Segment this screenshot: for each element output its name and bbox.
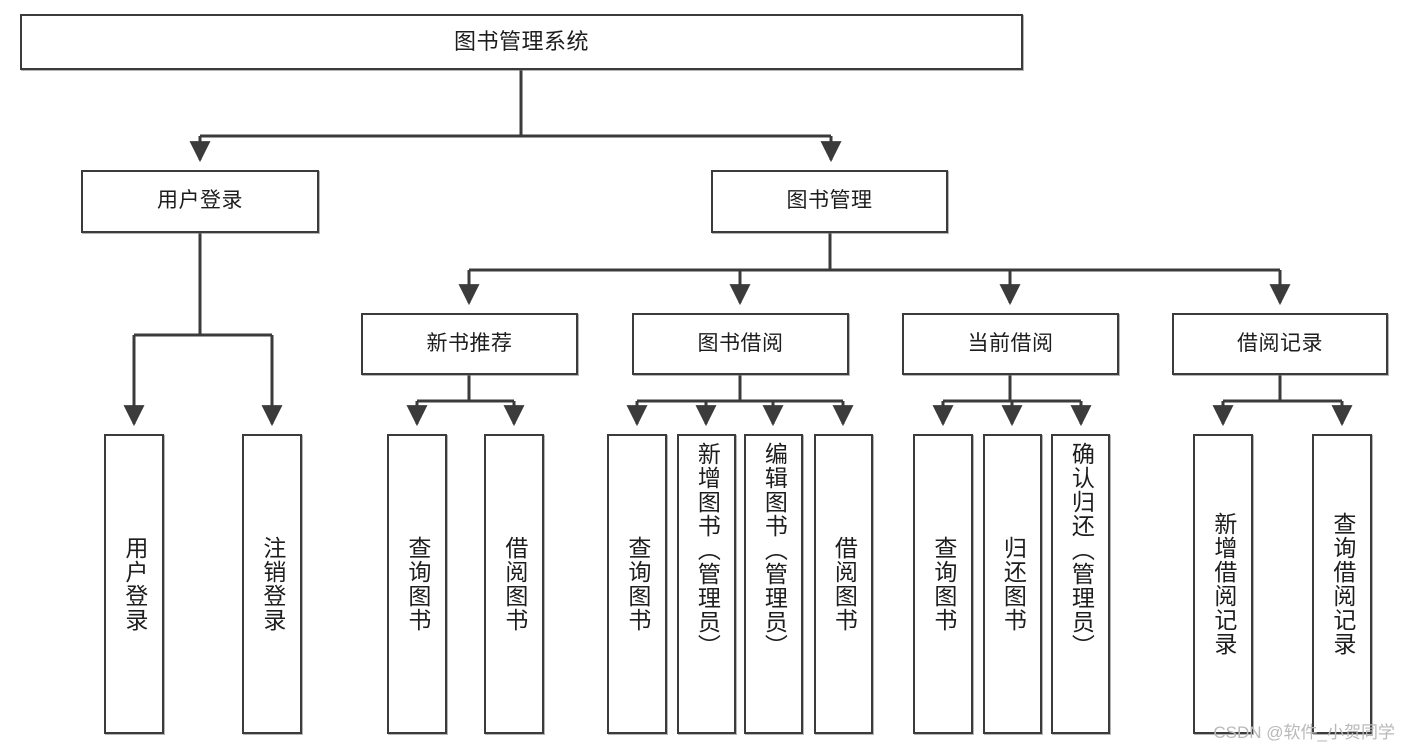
- node-borrow-record[interactable]: 借阅记录: [1172, 313, 1388, 375]
- leaf-return-book-label: 归还图书: [1000, 536, 1027, 632]
- node-new-book-recommend-label: 新书推荐: [426, 331, 513, 355]
- leaf-query-book-3[interactable]: 查询图书: [913, 434, 973, 734]
- leaf-add-borrow-record-label: 新增借阅记录: [1210, 512, 1237, 656]
- node-book-manage-label: 图书管理: [786, 189, 873, 213]
- leaf-user-login-label: 用户登录: [121, 536, 148, 632]
- leaf-user-logout[interactable]: 注销登录: [242, 434, 302, 734]
- node-root[interactable]: 图书管理系统: [20, 14, 1023, 70]
- node-user-login-label: 用户登录: [157, 189, 243, 213]
- leaf-query-book-1-label: 查询图书: [404, 536, 431, 632]
- node-book-manage[interactable]: 图书管理: [711, 170, 948, 233]
- leaf-borrow-book-2-label: 借阅图书: [831, 536, 858, 632]
- leaf-confirm-return-admin[interactable]: 确认归还（管理员）: [1051, 434, 1110, 734]
- watermark: CSDN @软件_小贺同学: [1213, 723, 1395, 742]
- leaf-query-book-2-label: 查询图书: [624, 536, 651, 632]
- node-new-book-recommend[interactable]: 新书推荐: [361, 313, 578, 375]
- node-book-borrow[interactable]: 图书借阅: [632, 313, 849, 375]
- leaf-user-logout-label: 注销登录: [259, 536, 286, 632]
- leaf-query-book-3-label: 查询图书: [930, 536, 957, 632]
- leaf-query-borrow-record[interactable]: 查询借阅记录: [1312, 434, 1372, 734]
- node-current-borrow[interactable]: 当前借阅: [902, 313, 1119, 375]
- node-current-borrow-label: 当前借阅: [967, 331, 1054, 355]
- leaf-confirm-return-admin-label: 确认归还（管理员）: [1068, 442, 1095, 658]
- node-borrow-record-label: 借阅记录: [1237, 331, 1323, 355]
- leaf-return-book[interactable]: 归还图书: [983, 434, 1042, 734]
- leaf-borrow-book-1[interactable]: 借阅图书: [484, 434, 544, 734]
- leaf-query-book-2[interactable]: 查询图书: [607, 434, 667, 734]
- leaf-edit-book-admin-label: 编辑图书（管理员）: [761, 442, 788, 658]
- leaf-borrow-book-1-label: 借阅图书: [501, 536, 528, 632]
- leaf-user-login[interactable]: 用户登录: [104, 434, 164, 734]
- leaf-query-book-1[interactable]: 查询图书: [387, 434, 447, 734]
- node-book-borrow-label: 图书借阅: [697, 331, 784, 355]
- leaf-borrow-book-2[interactable]: 借阅图书: [814, 434, 873, 734]
- leaf-edit-book-admin[interactable]: 编辑图书（管理员）: [744, 434, 803, 734]
- leaf-add-borrow-record[interactable]: 新增借阅记录: [1193, 434, 1253, 734]
- leaf-add-book-admin-label: 新增图书（管理员）: [694, 442, 721, 658]
- node-user-login[interactable]: 用户登录: [81, 170, 319, 233]
- node-root-label: 图书管理系统: [453, 29, 589, 55]
- leaf-query-borrow-record-label: 查询借阅记录: [1329, 512, 1356, 656]
- leaf-add-book-admin[interactable]: 新增图书（管理员）: [677, 434, 736, 734]
